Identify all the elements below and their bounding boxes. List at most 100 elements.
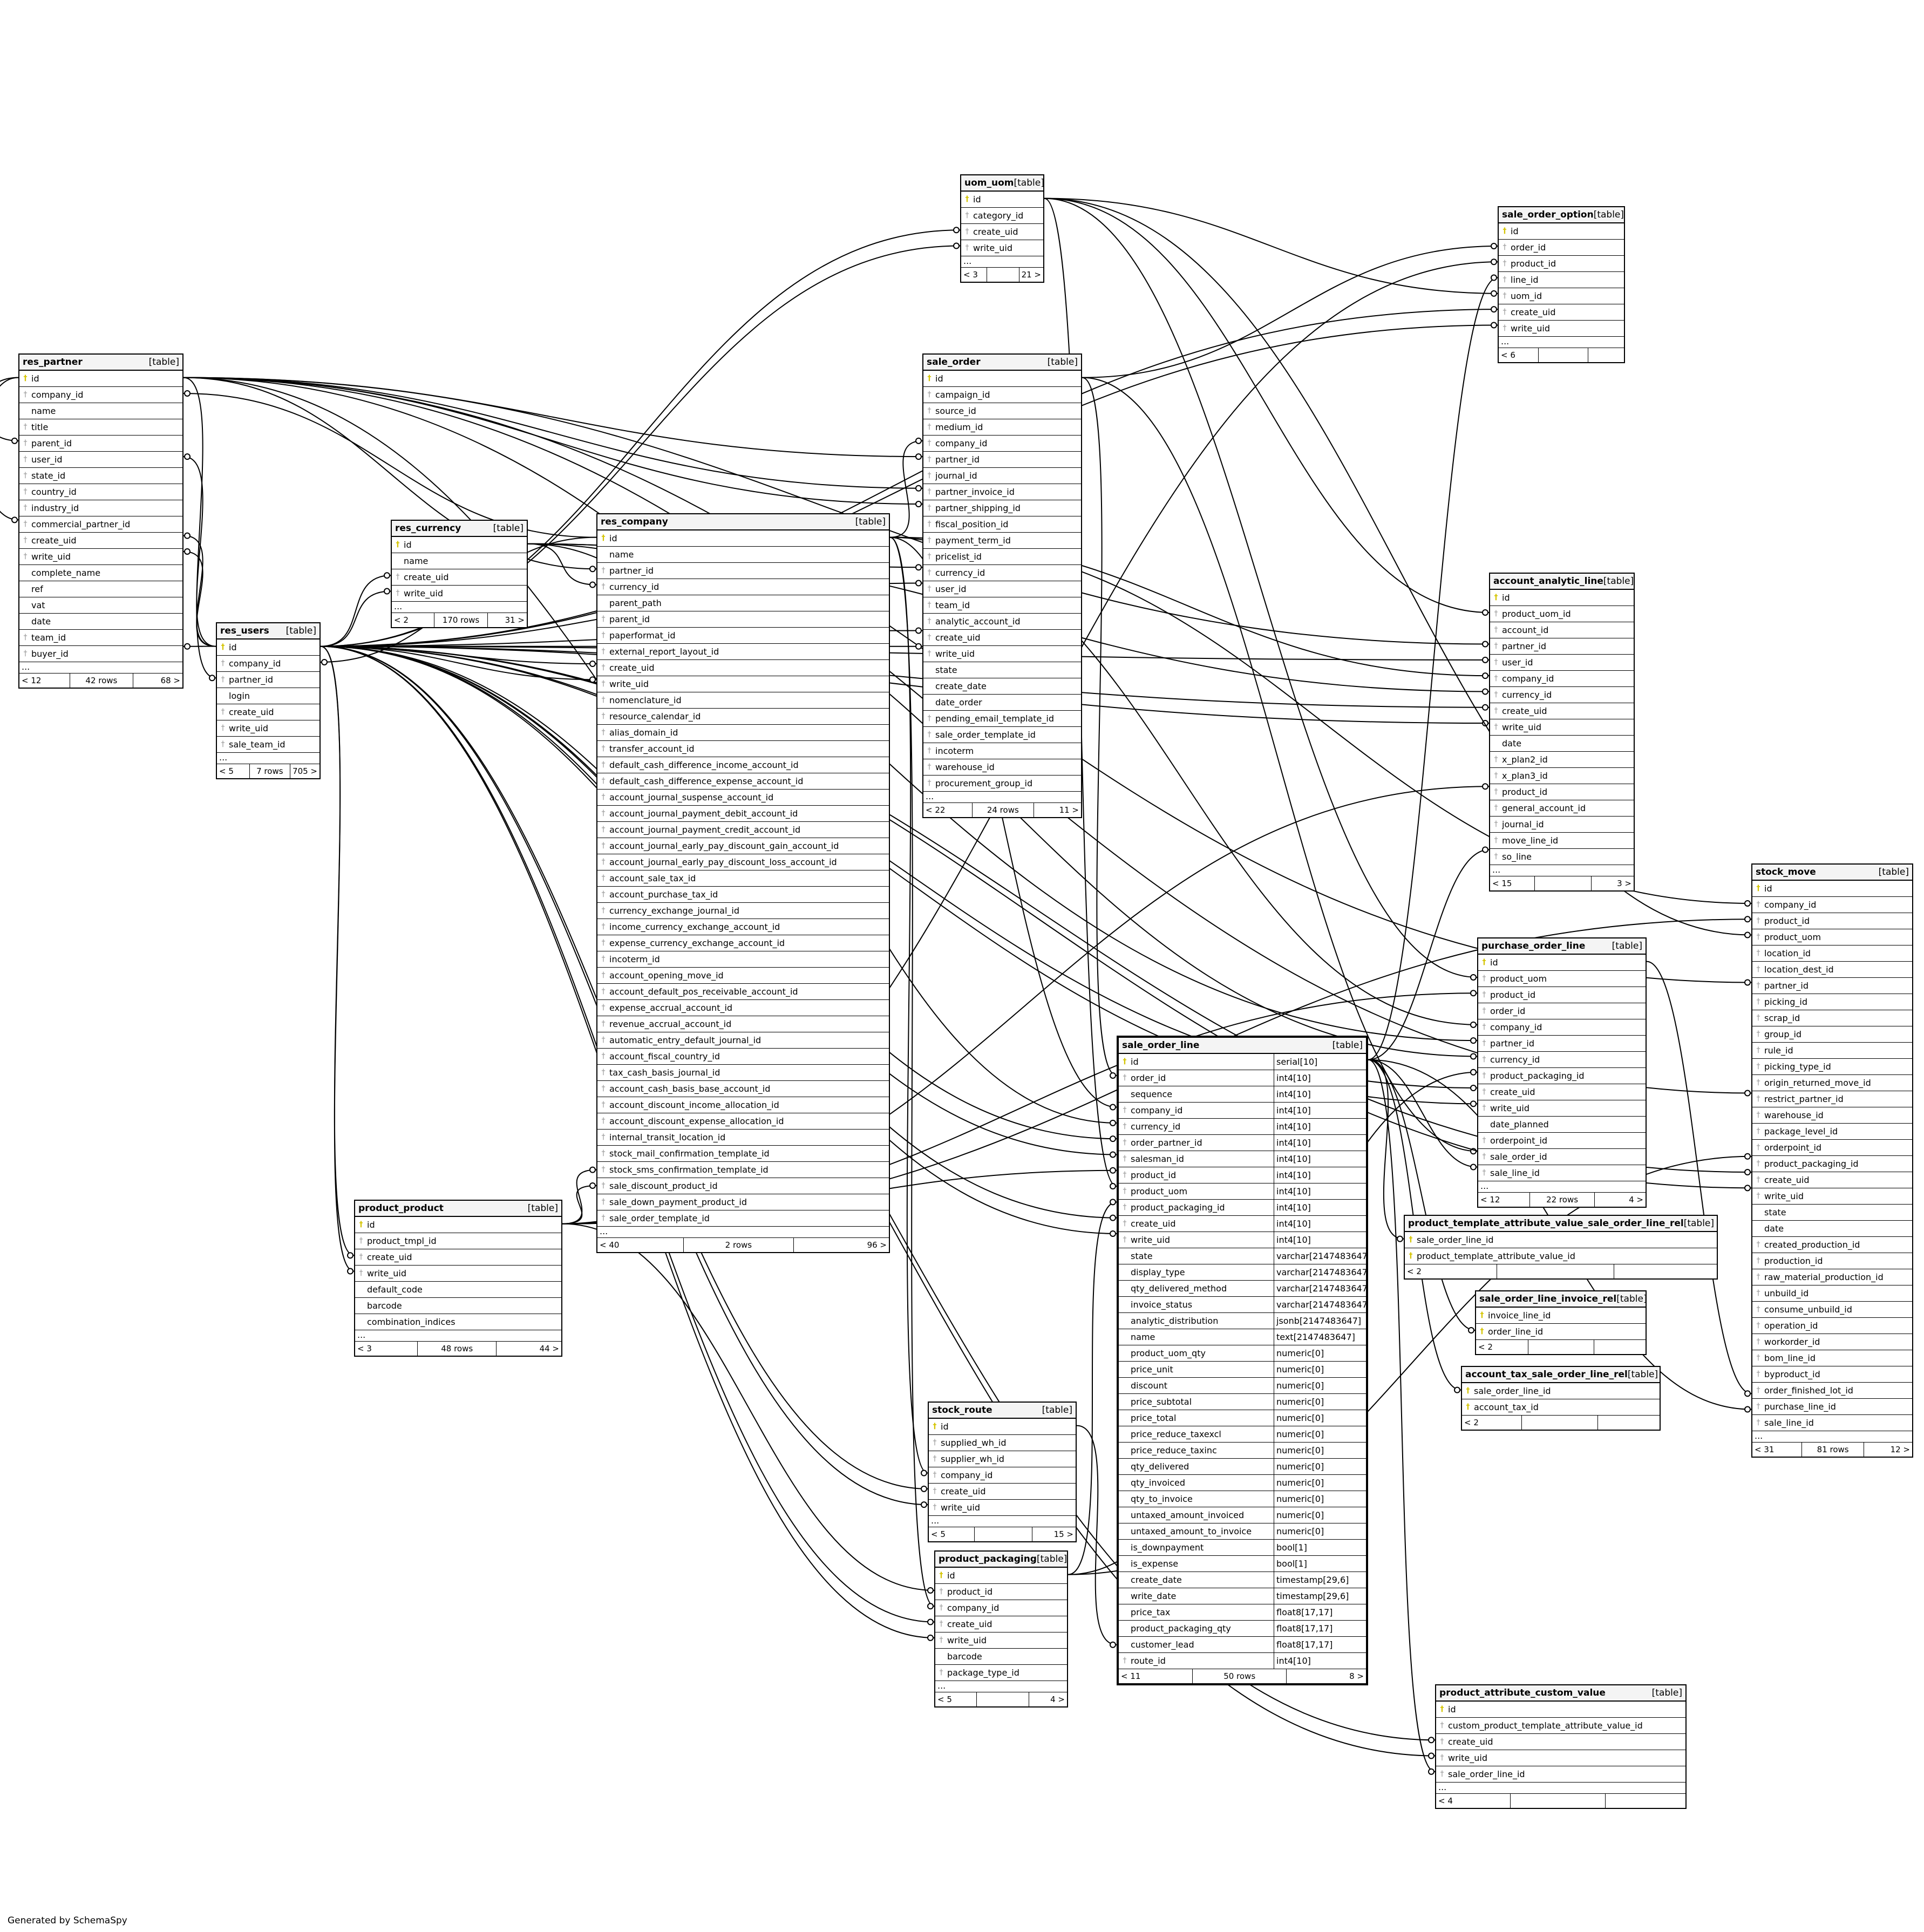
column-row[interactable]: barcode bbox=[935, 1649, 1067, 1665]
column-row[interactable]: †id bbox=[961, 192, 1043, 208]
column-row[interactable]: †write_uid bbox=[217, 720, 319, 737]
column-row[interactable]: †company_id bbox=[935, 1600, 1067, 1616]
table-name[interactable]: sale_order bbox=[927, 357, 981, 368]
column-row[interactable]: †write_uid bbox=[1490, 719, 1634, 736]
table-header[interactable]: res_partner[table] bbox=[19, 355, 182, 371]
column-row[interactable]: †order_id bbox=[1499, 240, 1624, 256]
column-row[interactable]: †unbuild_id bbox=[1752, 1285, 1912, 1302]
table-header[interactable]: res_users[table] bbox=[217, 623, 319, 640]
column-row[interactable]: †stock_sms_confirmation_template_id bbox=[597, 1162, 889, 1178]
column-row[interactable]: †paperformat_id bbox=[597, 628, 889, 644]
column-row[interactable]: †analytic_account_id bbox=[923, 614, 1081, 630]
parents-count[interactable]: < 12 bbox=[1478, 1193, 1530, 1207]
column-row[interactable]: †invoice_line_id bbox=[1476, 1308, 1646, 1324]
table-name[interactable]: sale_order_option bbox=[1502, 209, 1594, 220]
column-row[interactable]: name bbox=[392, 553, 527, 569]
parents-count[interactable]: < 2 bbox=[1462, 1416, 1522, 1430]
column-row[interactable]: †company_id bbox=[19, 387, 182, 403]
column-row[interactable]: †id bbox=[355, 1217, 561, 1233]
column-row[interactable]: †orderpoint_id bbox=[1478, 1133, 1646, 1149]
column-row[interactable]: †account_journal_suspense_account_id bbox=[597, 790, 889, 806]
table-name[interactable]: res_currency bbox=[395, 523, 461, 534]
parents-count[interactable]: < 4 bbox=[1436, 1794, 1511, 1808]
table-name[interactable]: uom_uom bbox=[964, 178, 1014, 188]
column-row[interactable]: †operation_id bbox=[1752, 1318, 1912, 1334]
column-row[interactable]: parent_path bbox=[597, 595, 889, 611]
column-row[interactable]: †account_cash_basis_base_account_id bbox=[597, 1081, 889, 1097]
column-row[interactable]: †journal_id bbox=[923, 468, 1081, 484]
table-header[interactable]: product_packaging[table] bbox=[935, 1552, 1067, 1568]
column-row[interactable]: †partner_id bbox=[1490, 638, 1634, 655]
column-row[interactable]: †incoterm_id bbox=[597, 951, 889, 968]
column-row[interactable]: †create_uid bbox=[355, 1249, 561, 1266]
column-row[interactable]: †buyer_id bbox=[19, 646, 182, 662]
column-row[interactable]: †id bbox=[217, 640, 319, 656]
table-name[interactable]: res_users bbox=[220, 625, 269, 636]
table-header[interactable]: account_analytic_line[table] bbox=[1490, 574, 1634, 590]
column-row[interactable]: ref bbox=[19, 581, 182, 597]
column-row[interactable]: †write_uid bbox=[19, 549, 182, 565]
table-name[interactable]: sale_order_line bbox=[1122, 1040, 1200, 1051]
column-row[interactable]: †consume_unbuild_id bbox=[1752, 1302, 1912, 1318]
column-row[interactable]: †nomenclature_id bbox=[597, 692, 889, 709]
column-row[interactable]: †sale_order_template_id bbox=[597, 1210, 889, 1227]
parents-count[interactable]: < 31 bbox=[1752, 1443, 1802, 1457]
column-row[interactable]: †revenue_accrual_account_id bbox=[597, 1016, 889, 1032]
column-row[interactable]: †write_uid bbox=[1436, 1750, 1685, 1766]
column-row[interactable]: †external_report_layout_id bbox=[597, 644, 889, 660]
column-row[interactable]: †company_id bbox=[929, 1467, 1076, 1484]
column-row[interactable]: †create_uid bbox=[935, 1616, 1067, 1632]
column-row[interactable]: †product_id bbox=[1752, 913, 1912, 929]
column-row[interactable]: †write_uid bbox=[1478, 1100, 1646, 1117]
column-row[interactable]: date bbox=[1490, 736, 1634, 752]
column-row[interactable]: †account_default_pos_receivable_account_… bbox=[597, 984, 889, 1000]
column-row[interactable]: †account_fiscal_country_id bbox=[597, 1049, 889, 1065]
table-header[interactable]: product_template_attribute_value_sale_or… bbox=[1405, 1216, 1717, 1232]
column-row[interactable]: create_date bbox=[923, 678, 1081, 695]
more-columns[interactable]: ... bbox=[935, 1681, 1067, 1692]
column-row[interactable]: †alias_domain_id bbox=[597, 725, 889, 741]
column-row[interactable]: †sale_order_line_id bbox=[1436, 1766, 1685, 1783]
column-row[interactable]: †id bbox=[1499, 223, 1624, 240]
column-row[interactable]: †currency_id bbox=[1478, 1052, 1646, 1068]
more-columns[interactable]: ... bbox=[355, 1330, 561, 1342]
column-row[interactable]: state bbox=[923, 662, 1081, 678]
column-row[interactable]: name bbox=[19, 403, 182, 419]
column-row[interactable]: †restrict_partner_id bbox=[1752, 1091, 1912, 1107]
parents-count[interactable]: < 3 bbox=[961, 268, 988, 282]
column-row[interactable]: †location_id bbox=[1752, 945, 1912, 962]
column-row[interactable]: †partner_id bbox=[923, 452, 1081, 468]
table-purchase_order_line[interactable]: purchase_order_line[table]†id†product_uo… bbox=[1477, 937, 1647, 1208]
children-count[interactable]: 3 > bbox=[1617, 879, 1631, 888]
column-row[interactable]: †payment_term_id bbox=[923, 533, 1081, 549]
table-header[interactable]: res_currency[table] bbox=[392, 521, 527, 537]
children-count[interactable]: 12 > bbox=[1890, 1445, 1910, 1454]
parents-count[interactable]: < 2 bbox=[1476, 1340, 1528, 1354]
column-row[interactable]: †custom_product_template_attribute_value… bbox=[1436, 1718, 1685, 1734]
table-name[interactable]: purchase_order_line bbox=[1481, 941, 1586, 951]
column-row[interactable]: †x_plan2_id bbox=[1490, 752, 1634, 768]
column-row[interactable]: †write_uid bbox=[597, 676, 889, 692]
column-row[interactable]: date_planned bbox=[1478, 1117, 1646, 1133]
column-row[interactable]: †line_id bbox=[1499, 272, 1624, 288]
column-row[interactable]: †scrap_id bbox=[1752, 1010, 1912, 1026]
column-row[interactable]: †partner_id bbox=[597, 563, 889, 579]
column-row[interactable]: †id bbox=[1490, 590, 1634, 606]
children-count[interactable] bbox=[1588, 348, 1624, 362]
column-row[interactable]: †x_plan3_id bbox=[1490, 768, 1634, 784]
column-row[interactable]: †partner_id bbox=[1752, 978, 1912, 994]
column-row[interactable]: †category_id bbox=[961, 208, 1043, 224]
table-stock_move[interactable]: stock_move[table]†id†company_id†product_… bbox=[1751, 863, 1913, 1458]
parents-count[interactable]: < 3 bbox=[355, 1342, 418, 1356]
